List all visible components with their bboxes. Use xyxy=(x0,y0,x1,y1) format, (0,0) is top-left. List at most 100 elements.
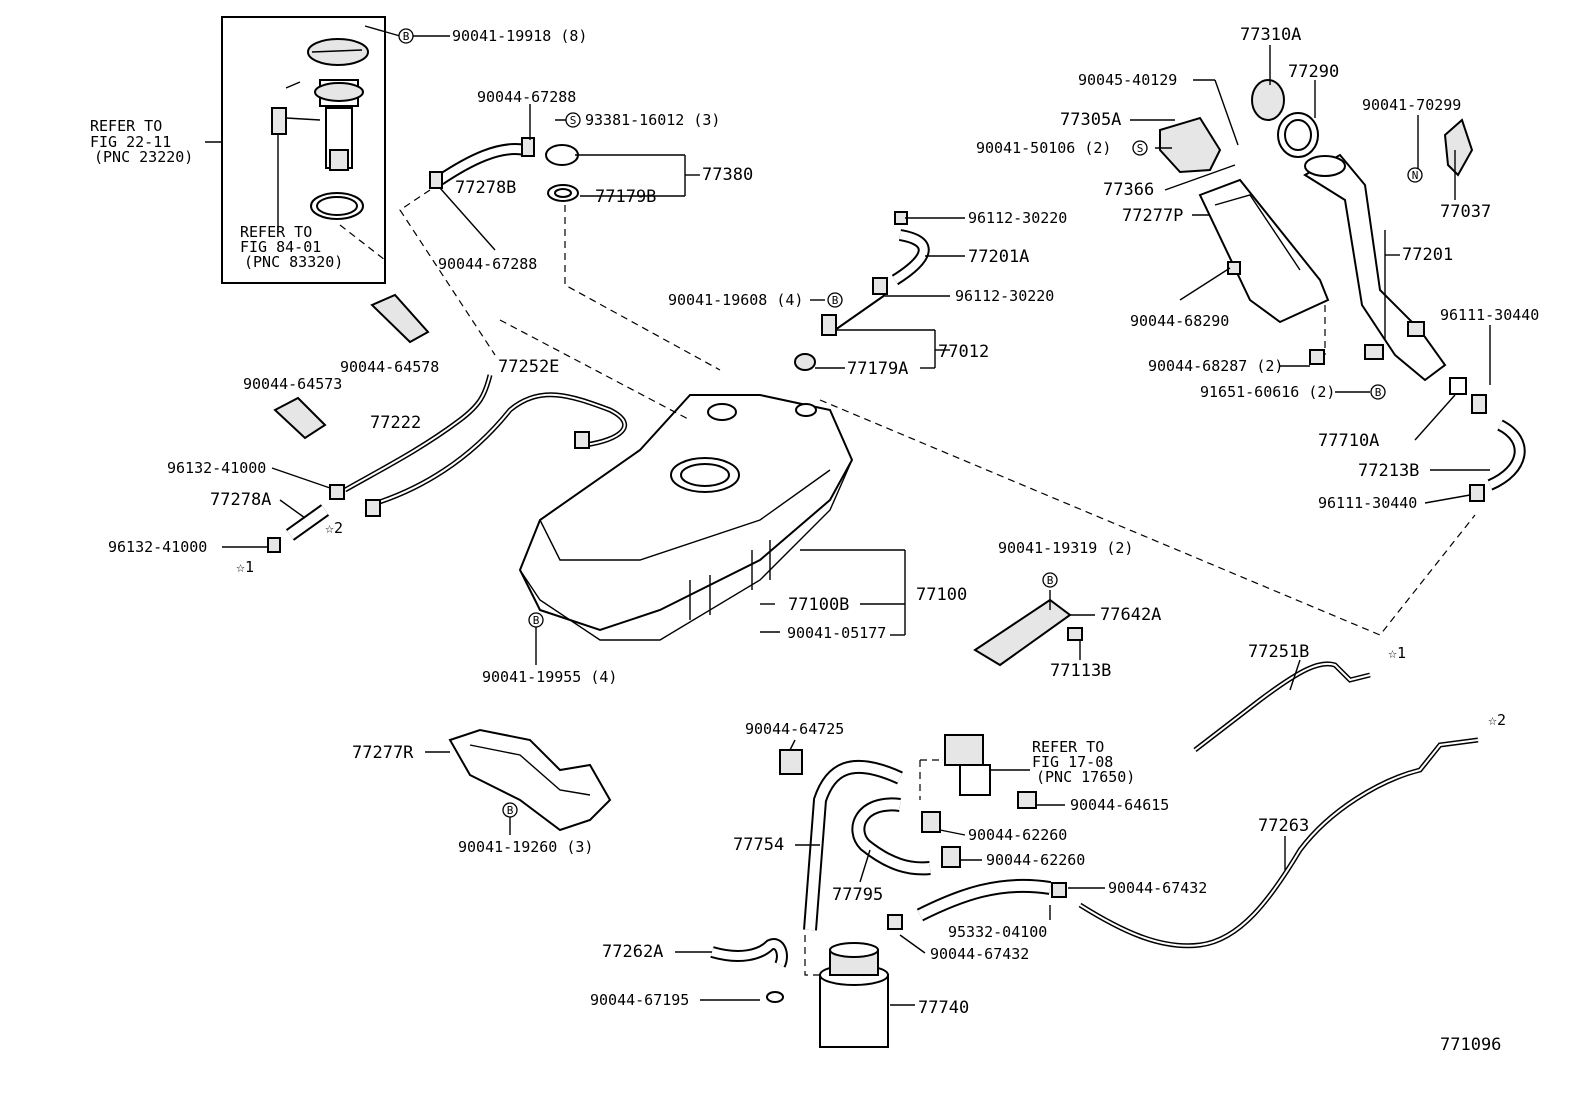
label-90041-50106: 90041-50106 (2) xyxy=(976,139,1111,157)
nut-symbol: N xyxy=(1407,167,1423,183)
label-90044-64578: 90044-64578 xyxy=(340,358,439,376)
svg-text:(PNC 23220): (PNC 23220) xyxy=(94,148,193,166)
label-90044-62260-b: 90044-62260 xyxy=(986,851,1085,869)
refer-note-fig-22-11: REFER TO FIG 22-11 (PNC 23220) xyxy=(90,117,222,166)
filler-neck xyxy=(1303,153,1447,382)
svg-text:FIG 17-08: FIG 17-08 xyxy=(1032,753,1113,771)
label-77290: 77290 xyxy=(1288,62,1339,82)
label-91651-60616: 91651-60616 (2) xyxy=(1200,383,1335,401)
label-77113b: 77113B xyxy=(1050,661,1111,681)
label-77100: 77100 xyxy=(916,585,967,605)
label-95332-04100: 95332-04100 xyxy=(948,923,1047,941)
label-77642a: 77642A xyxy=(1100,605,1161,625)
marker-star2-b: ☆2 xyxy=(1488,711,1506,729)
label-77179b: 77179B xyxy=(595,187,656,207)
svg-text:N: N xyxy=(1412,169,1419,182)
label-77100b: 77100B xyxy=(788,595,849,615)
label-77278b: 77278B xyxy=(455,178,516,198)
label-96111-30440-a: 96111-30440 xyxy=(1440,306,1539,324)
label-90044-67288-top: 90044-67288 xyxy=(477,88,576,106)
svg-text:B: B xyxy=(403,30,410,43)
label-96111-30440-b: 96111-30440 xyxy=(1318,494,1417,512)
label-77277r: 77277R xyxy=(352,743,414,763)
fuel-pump-inset xyxy=(221,16,386,284)
label-77754: 77754 xyxy=(733,835,784,855)
figure-number: 771096 xyxy=(1440,1035,1501,1055)
label-77037: 77037 xyxy=(1440,202,1491,222)
refer-note-fig-84-01: REFER TO FIG 84-01 (PNC 83320) xyxy=(240,223,343,271)
label-90044-64573: 90044-64573 xyxy=(243,375,342,393)
marker-star1-a: ☆1 xyxy=(236,558,254,576)
label-77213b: 77213B xyxy=(1358,461,1419,481)
svg-text:B: B xyxy=(1047,574,1054,587)
label-77710a: 77710A xyxy=(1318,431,1379,451)
label-93381-16012: 93381-16012 (3) xyxy=(585,111,720,129)
label-90044-67432-b: 90044-67432 xyxy=(930,945,1029,963)
part-labels: 90041-19918 (8) 90044-67288 93381-16012 … xyxy=(108,25,1539,1018)
label-90044-68290: 90044-68290 xyxy=(1130,312,1229,330)
label-77740: 77740 xyxy=(918,998,969,1018)
svg-text:B: B xyxy=(832,294,839,307)
label-77251b: 77251B xyxy=(1248,642,1309,662)
label-90044-67195: 90044-67195 xyxy=(590,991,689,1009)
label-77366: 77366 xyxy=(1103,180,1154,200)
label-90041-70299: 90041-70299 xyxy=(1362,96,1461,114)
bracket-77037 xyxy=(1443,118,1474,177)
svg-text:S: S xyxy=(1137,142,1144,155)
label-77222: 77222 xyxy=(370,413,421,433)
label-90044-62260-a: 90044-62260 xyxy=(968,826,1067,844)
svg-text:FIG 22-11: FIG 22-11 xyxy=(90,133,171,151)
label-77012: 77012 xyxy=(938,342,989,362)
label-96132-41000-a: 96132-41000 xyxy=(167,459,266,477)
label-96132-41000-b: 96132-41000 xyxy=(108,538,207,556)
svg-text:REFER TO: REFER TO xyxy=(90,117,162,135)
label-77201: 77201 xyxy=(1402,245,1453,265)
charcoal-canister xyxy=(819,942,889,1048)
marker-star1-b: ☆1 xyxy=(1388,644,1406,662)
svg-text:(PNC 83320): (PNC 83320) xyxy=(244,253,343,271)
label-77263: 77263 xyxy=(1258,816,1309,836)
label-90041-19918: 90041-19918 (8) xyxy=(452,27,587,45)
fuel-cap xyxy=(1251,79,1319,158)
label-77252e: 77252E xyxy=(498,357,559,377)
leader-lines xyxy=(222,25,1491,1006)
label-90044-67432-a: 90044-67432 xyxy=(1108,879,1207,897)
label-77201a: 77201A xyxy=(968,247,1029,267)
label-90045-40129: 90045-40129 xyxy=(1078,71,1177,89)
refer-note-fig-17-08: REFER TO FIG 17-08 (PNC 17650) xyxy=(1032,738,1135,786)
label-77179a: 77179A xyxy=(847,359,908,379)
svg-text:S: S xyxy=(570,114,577,127)
svg-text:REFER TO: REFER TO xyxy=(1032,738,1104,756)
label-77305a: 77305A xyxy=(1060,110,1121,130)
svg-text:(PNC 17650): (PNC 17650) xyxy=(1036,768,1135,786)
bolt-symbols: B B B B B B xyxy=(398,28,1386,818)
label-96112-30220-a: 96112-30220 xyxy=(968,209,1067,227)
label-90041-19955: 90041-19955 (4) xyxy=(482,668,617,686)
svg-text:REFER TO: REFER TO xyxy=(240,223,312,241)
svg-text:B: B xyxy=(1375,386,1382,399)
label-77310a: 77310A xyxy=(1240,25,1301,45)
screw-symbols: S S xyxy=(565,112,1148,156)
svg-text:FIG 84-01: FIG 84-01 xyxy=(240,238,321,256)
label-90041-19608: 90041-19608 (4) xyxy=(668,291,803,309)
label-77277p: 77277P xyxy=(1122,206,1183,226)
label-90041-19260: 90041-19260 (3) xyxy=(458,838,593,856)
svg-text:B: B xyxy=(507,804,514,817)
label-77380: 77380 xyxy=(702,165,753,185)
label-90041-05177: 90041-05177 xyxy=(787,624,886,642)
label-90044-67288: 90044-67288 xyxy=(438,255,537,273)
label-90044-64725: 90044-64725 xyxy=(745,720,844,738)
label-77795: 77795 xyxy=(832,885,883,905)
label-90044-68287: 90044-68287 (2) xyxy=(1148,357,1283,375)
marker-star2-a: ☆2 xyxy=(325,519,343,537)
label-77262a: 77262A xyxy=(602,942,663,962)
fuel-tank xyxy=(518,394,854,641)
filler-protector xyxy=(1159,116,1330,365)
label-96112-30220-b: 96112-30220 xyxy=(955,287,1054,305)
label-90041-19319: 90041-19319 (2) xyxy=(998,539,1133,557)
label-90044-64615: 90044-64615 xyxy=(1070,796,1169,814)
star-markers: ☆1 ☆2 ☆1 ☆2 xyxy=(236,519,1506,729)
label-77278a: 77278A xyxy=(210,490,271,510)
svg-text:B: B xyxy=(533,614,540,627)
